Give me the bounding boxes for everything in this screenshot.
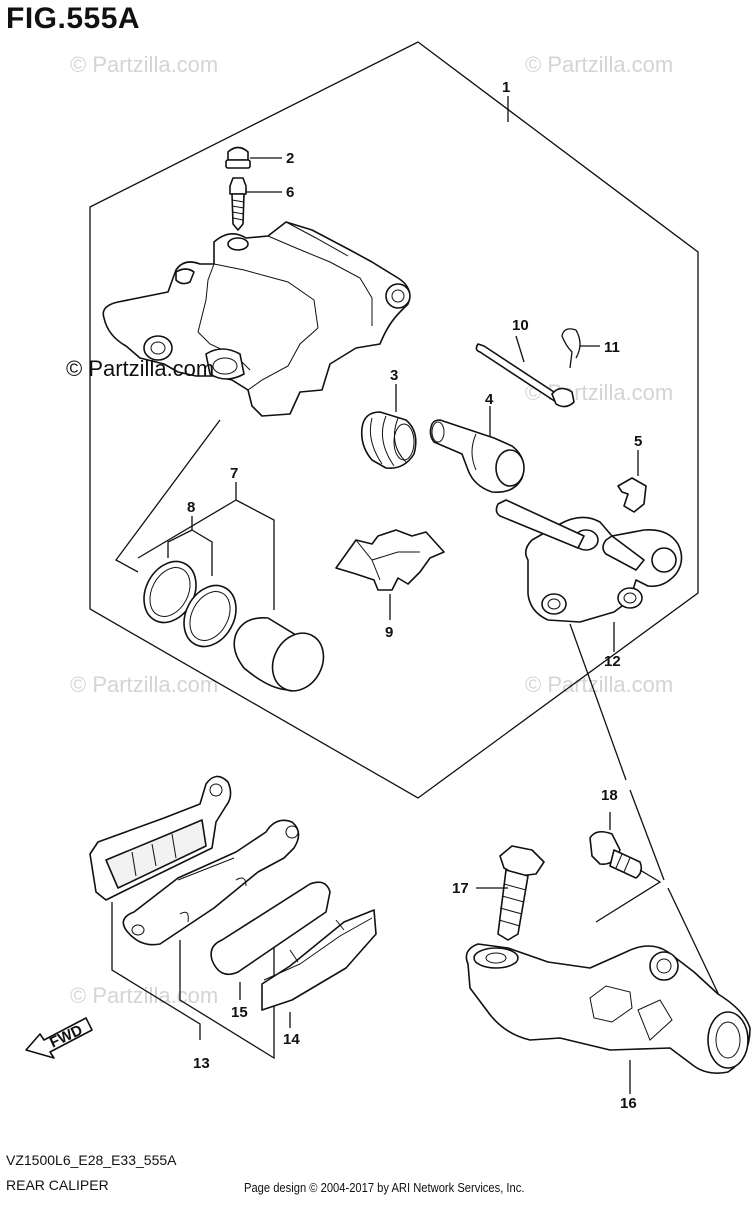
caliper-body	[102, 221, 411, 417]
fwd-arrow: FWD	[25, 1017, 93, 1059]
caliper-sleeve	[429, 406, 525, 494]
callout-18: 18	[601, 787, 618, 804]
callout-13: 13	[193, 1055, 210, 1072]
bolt-18	[589, 812, 662, 923]
page-credit: Page design © 2004-2017 by ARI Network S…	[244, 1180, 525, 1195]
callout-9: 9	[385, 624, 393, 641]
callout-17: 17	[452, 880, 469, 897]
copyright-label: © Partzilla.com	[66, 356, 215, 381]
caliper-assembly-outline	[89, 41, 699, 799]
caliper-bracket	[495, 499, 683, 652]
callout-11: 11	[604, 339, 620, 356]
figure-title: FIG.555A	[6, 2, 141, 35]
fwd-label: FWD	[47, 1022, 85, 1052]
pin-clip	[561, 328, 600, 369]
bolt-17	[476, 845, 545, 941]
callouts: 1 2 6 10 11 3 4 5 7 8 9 12 18 17 15 14 1…	[187, 79, 642, 1112]
model-code: VZ1500L6_E28_E33_555A	[6, 1152, 177, 1168]
watermark: © Partzilla.com	[70, 52, 218, 77]
callout-12: 12	[604, 653, 621, 670]
piston	[233, 617, 325, 692]
caliper-pin	[475, 335, 575, 408]
watermarks: © Partzilla.com © Partzilla.com © Partzi…	[70, 52, 673, 1008]
callout-6: 6	[286, 184, 294, 201]
bracket-to-holder-leader	[569, 623, 727, 1011]
spring-clip	[617, 450, 647, 513]
caliper-boot	[360, 384, 417, 470]
watermark: © Partzilla.com	[70, 983, 218, 1008]
callout-15: 15	[231, 1004, 248, 1021]
callout-1: 1	[502, 79, 510, 96]
callout-14: 14	[283, 1031, 300, 1048]
bleeder-screw	[229, 177, 282, 231]
pad-spring	[335, 529, 445, 620]
pad-shim	[210, 881, 331, 1000]
watermark: © Partzilla.com	[525, 52, 673, 77]
caliper-holder	[465, 943, 751, 1094]
callout-4: 4	[485, 391, 494, 408]
callout-10: 10	[512, 317, 529, 334]
callout-8: 8	[187, 499, 195, 516]
pad-shim-inner	[261, 909, 377, 1028]
watermark: © Partzilla.com	[70, 672, 218, 697]
piston-kit-leaders	[115, 419, 275, 610]
section-name: REAR CALIPER	[6, 1177, 109, 1193]
watermark: © Partzilla.com	[525, 672, 673, 697]
bleeder-cap	[225, 146, 282, 169]
callout-7: 7	[230, 465, 238, 482]
callout-3: 3	[390, 367, 398, 384]
callout-2: 2	[286, 150, 294, 167]
callout-16: 16	[620, 1095, 637, 1112]
callout-5: 5	[634, 433, 642, 450]
brake-pad-set	[89, 775, 300, 1060]
piston-seals	[143, 560, 237, 648]
